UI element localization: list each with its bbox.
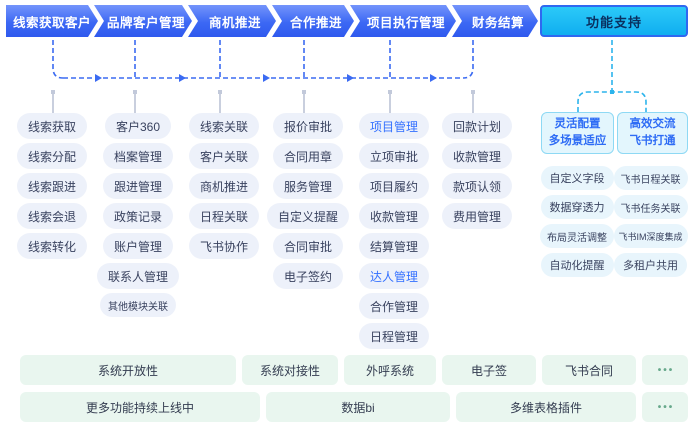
module-pill: 线索转化 [16, 233, 87, 259]
support-title-line: 高效交流 [629, 118, 676, 131]
capability-box: 更多功能持续上线中 [20, 392, 260, 422]
module-pill: 报价审批 [272, 113, 343, 139]
capability-box: 飞书合同 [542, 355, 636, 385]
module-pill: 项目履约 [358, 173, 429, 199]
support-title-line: 灵活配置 [554, 118, 601, 131]
column-project: 项目管理 立项审批 项目履约 收款管理 结算管理 达人管理 合作管理 日程管理 [350, 113, 438, 349]
module-pill: 联系人管理 [96, 263, 179, 289]
column-finance: 回款计划 收款管理 款项认领 费用管理 [433, 113, 521, 229]
module-pill: 客户关联 [188, 143, 259, 169]
module-pill: 合同用章 [272, 143, 343, 169]
more-ellipsis-box[interactable]: ••• [642, 392, 688, 422]
module-pill: 收款管理 [358, 203, 429, 229]
module-pill: 档案管理 [102, 143, 173, 169]
module-pill: 自定义提醒 [266, 203, 349, 229]
column-customer: 客户360 档案管理 跟进管理 政策记录 账户管理 联系人管理 其他模块关联 [94, 113, 182, 317]
support-pill: 飞书IM深度集成 [613, 224, 688, 248]
capability-box: 多维表格插件 [456, 392, 636, 422]
support-button[interactable]: 功能支持 [540, 5, 688, 37]
flow-step-1[interactable]: 线索获取客户 [6, 5, 98, 37]
support-column-feishu: 飞书日程关联 飞书任务关联 飞书IM深度集成 多租户共用 [611, 166, 690, 277]
module-pill: 线索分配 [16, 143, 87, 169]
column-opportunity: 线索关联 客户关联 商机推进 日程关联 飞书协作 [180, 113, 268, 259]
flow-step-6[interactable]: 财务结算 [452, 5, 538, 37]
column-lead: 线索获取 线索分配 线索跟进 线索会退 线索转化 [8, 113, 96, 259]
support-pill: 数据穿透力 [540, 195, 614, 219]
capability-box: 电子签 [442, 355, 536, 385]
more-ellipsis-box[interactable]: ••• [642, 355, 688, 385]
support-pill: 自动化提醒 [540, 253, 614, 277]
module-pill: 收款管理 [441, 143, 512, 169]
module-pill: 费用管理 [441, 203, 512, 229]
module-pill: 回款计划 [441, 113, 512, 139]
module-pill: 商机推进 [188, 173, 259, 199]
process-flow-bar: 线索获取客户 品牌客户管理 商机推进 合作推进 项目执行管理 财务结算 [6, 5, 538, 37]
column-cooperation: 报价审批 合同用章 服务管理 自定义提醒 合同审批 电子签约 [264, 113, 352, 289]
module-pill: 日程管理 [358, 323, 429, 349]
capability-row-1: 系统开放性 系统对接性 外呼系统 电子签 飞书合同 ••• [20, 355, 688, 385]
capability-box: 数据bi [266, 392, 450, 422]
module-pill: 合作管理 [358, 293, 429, 319]
support-group-title-config: 灵活配置 多场景适应 [541, 112, 614, 154]
module-pill: 客户360 [104, 113, 172, 139]
capability-box: 外呼系统 [344, 355, 436, 385]
flow-step-5[interactable]: 项目执行管理 [350, 5, 456, 37]
support-pill: 飞书日程关联 [613, 166, 688, 190]
capability-row-2: 更多功能持续上线中 数据bi 多维表格插件 ••• [20, 392, 688, 422]
module-pill: 款项认领 [441, 173, 512, 199]
module-pill: 日程关联 [188, 203, 259, 229]
support-title-line: 多场景适应 [548, 135, 607, 147]
capability-box: 系统对接性 [242, 355, 338, 385]
module-pill: 跟进管理 [102, 173, 173, 199]
support-pill: 多租户共用 [614, 253, 687, 277]
module-pill: 合同审批 [272, 233, 343, 259]
module-pill: 线索关联 [188, 113, 259, 139]
module-pill: 结算管理 [358, 233, 429, 259]
support-pill: 飞书任务关联 [613, 195, 688, 219]
module-pill: 电子签约 [272, 263, 343, 289]
module-pill: 线索跟进 [16, 173, 87, 199]
module-pill: 服务管理 [272, 173, 343, 199]
flow-step-4[interactable]: 合作推进 [272, 5, 354, 37]
capability-box: 系统开放性 [20, 355, 236, 385]
module-pill: 其他模块关联 [100, 293, 176, 317]
module-pill-highlight: 达人管理 [358, 263, 429, 289]
flow-step-3[interactable]: 商机推进 [188, 5, 276, 37]
support-group-title-feishu: 高效交流 飞书打通 [617, 112, 688, 154]
support-title-line: 飞书打通 [629, 135, 676, 147]
module-pill: 飞书协作 [188, 233, 259, 259]
flow-step-2[interactable]: 品牌客户管理 [94, 5, 192, 37]
module-pill: 政策记录 [102, 203, 173, 229]
module-pill: 线索获取 [16, 113, 87, 139]
module-pill: 线索会退 [16, 203, 87, 229]
support-column-config: 自定义字段 数据穿透力 布局灵活调整 自动化提醒 [537, 166, 617, 277]
support-pill: 布局灵活调整 [540, 224, 614, 248]
module-pill-highlight: 项目管理 [358, 113, 429, 139]
module-pill: 立项审批 [358, 143, 429, 169]
module-pill: 账户管理 [102, 233, 173, 259]
connector-lines [51, 40, 647, 113]
support-pill: 自定义字段 [540, 166, 614, 190]
